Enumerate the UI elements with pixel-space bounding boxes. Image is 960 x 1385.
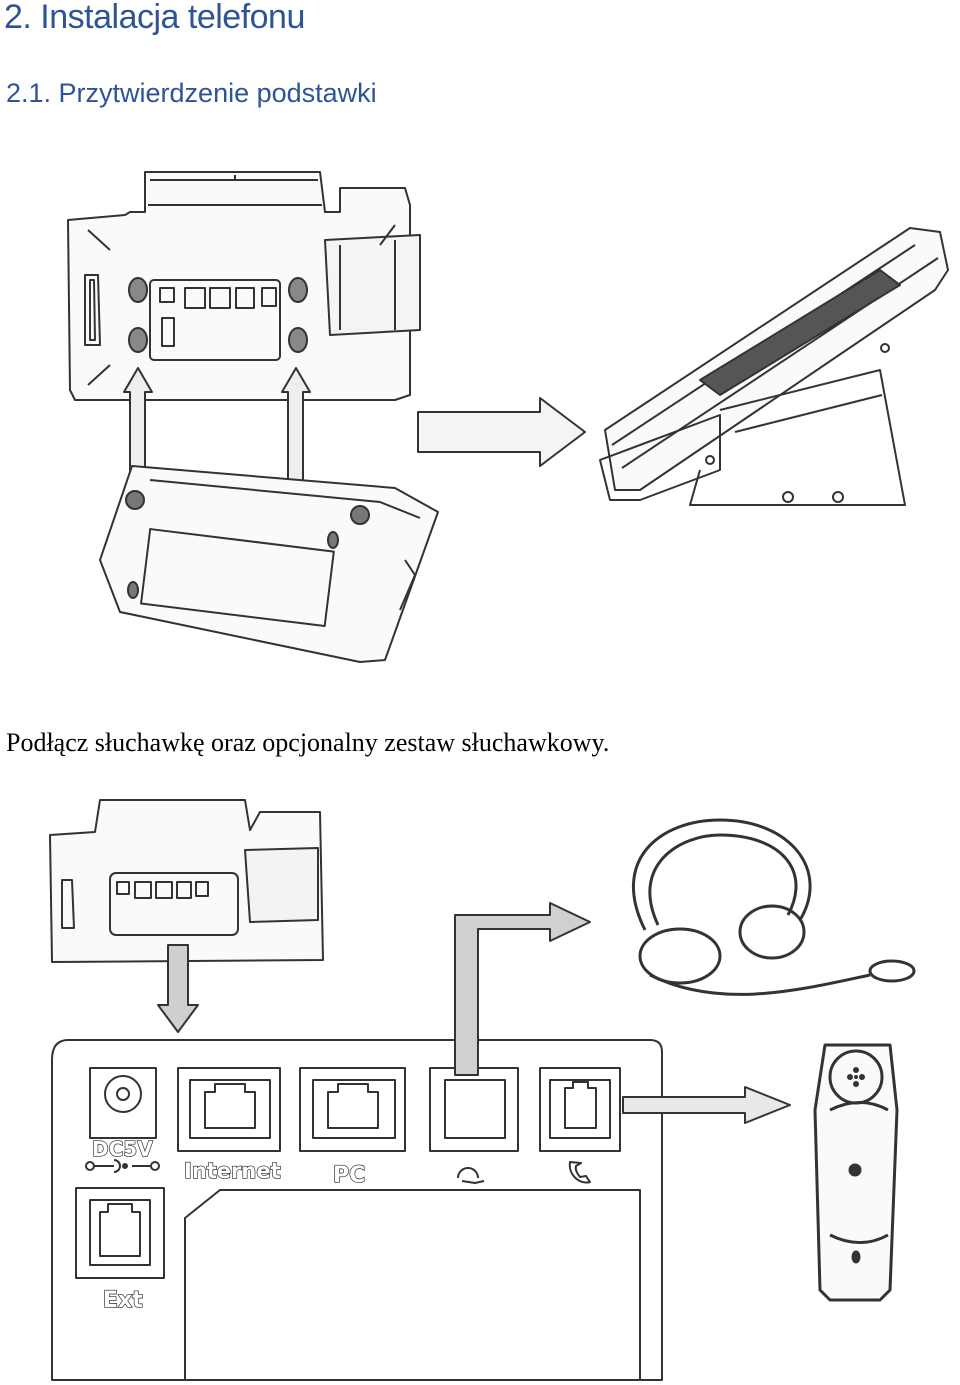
phone-back-illustration (67, 171, 421, 401)
handset-icon (813, 1043, 899, 1302)
headset-icon (632, 818, 916, 996)
headset-arrow (454, 902, 591, 1076)
handset-port-icon (568, 1161, 591, 1184)
rear-panel (51, 1039, 663, 1381)
internet-port (177, 1067, 281, 1152)
zoom-arrow (157, 944, 199, 1033)
pc-label: PC (333, 1163, 365, 1188)
pc-port (299, 1067, 406, 1152)
stand-attach-figure (67, 171, 949, 663)
headset-port-icon (457, 1167, 485, 1184)
internet-label: Internet (184, 1159, 281, 1183)
section-heading: 2. Instalacja telefonu (4, 0, 305, 36)
handset-arrow (622, 1086, 791, 1124)
ext-label: Ext (103, 1288, 143, 1313)
phone-back-small-illustration (49, 799, 324, 963)
dc5v-label: DC5V (92, 1137, 153, 1161)
handset-port (539, 1067, 621, 1152)
connection-caption: Podłącz słuchawkę oraz opcjonalny zestaw… (6, 728, 610, 757)
ext-port (75, 1187, 165, 1279)
stand-illustration (99, 465, 439, 663)
result-arrow (417, 397, 586, 467)
subsection-heading: 2.1. Przytwierdzenie podstawki (6, 78, 377, 108)
phone-side-illustration (599, 227, 949, 506)
dc-power-jack (89, 1067, 157, 1139)
power-polarity-icon (85, 1159, 160, 1173)
